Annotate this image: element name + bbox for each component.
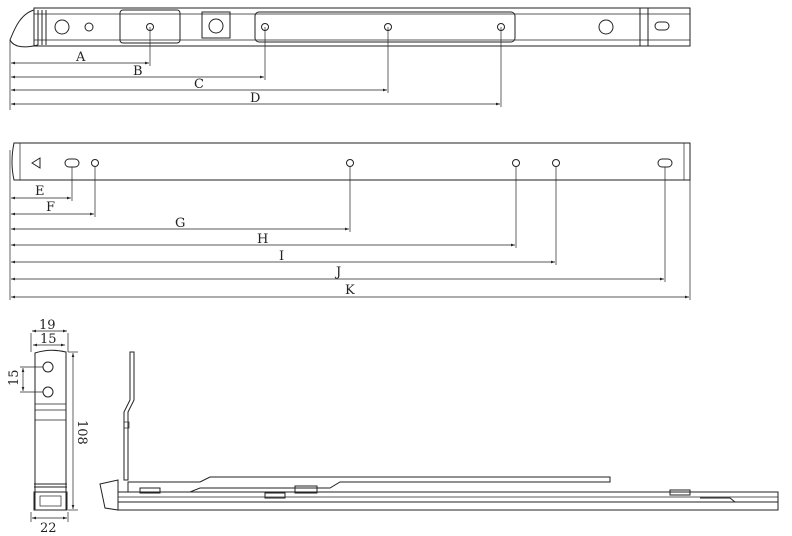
dim-label-h: H [257, 232, 268, 247]
dim-label-d: D [250, 91, 260, 106]
dim-19: 19 [39, 318, 56, 333]
dim-label-j: J [334, 265, 341, 280]
dim-label-f: F [46, 200, 55, 215]
dim-108: 108 [74, 420, 89, 445]
dim-label-c: C [194, 77, 204, 92]
end-view: 19 15 15 108 22 [7, 318, 89, 536]
dim-label-i: I [279, 249, 284, 264]
dim-15-holes: 15 [7, 369, 22, 386]
dim-label-g: G [175, 216, 185, 231]
dim-label-b: B [133, 64, 143, 79]
dim-label-k: K [345, 283, 355, 298]
bottom-track-view: E F G H I J K [9, 142, 691, 300]
dim-label-a: A [75, 50, 86, 65]
dim-22: 22 [40, 521, 57, 536]
side-elevation-view [99, 351, 779, 511]
dim-label-e: E [35, 184, 45, 199]
dim-15-width: 15 [40, 332, 57, 347]
top-stay-arm-view: A B C D [9, 7, 691, 110]
